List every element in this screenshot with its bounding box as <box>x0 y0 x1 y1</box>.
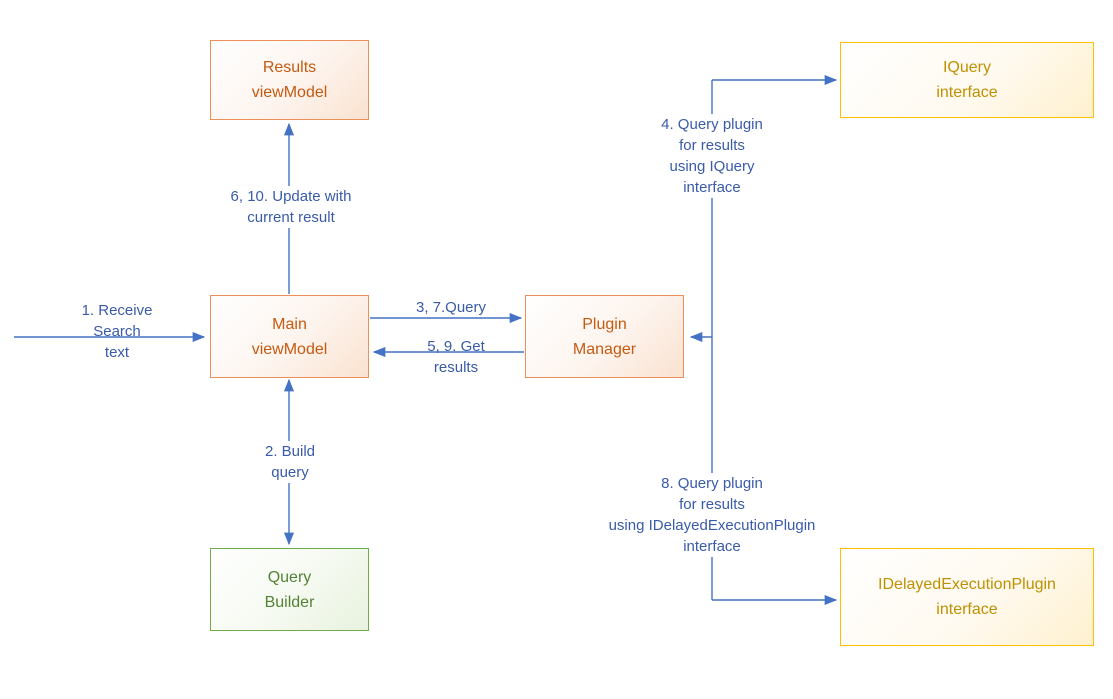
node-iquery-interface: IQuery interface <box>840 42 1094 118</box>
node-plugin-manager: Plugin Manager <box>525 295 684 378</box>
node-query-builder: Query Builder <box>210 548 369 631</box>
edge-label-query-plugin-idelayed: 8. Query plugin for results using IDelay… <box>605 473 819 557</box>
edge-label-update-with-current-result: 6, 10. Update with current result <box>227 186 355 228</box>
node-main-viewmodel-label: Main viewModel <box>251 315 328 358</box>
edge-label-query-3-7: 3, 7.Query <box>415 299 487 316</box>
node-plugin-manager-label: Plugin Manager <box>572 315 637 358</box>
node-idelayedexecutionplugin-interface-label: IDelayedExecutionPlugin interface <box>878 576 1056 618</box>
node-idelayedexecutionplugin-interface: IDelayedExecutionPlugin interface <box>840 548 1094 646</box>
node-query-builder-label: Query Builder <box>264 568 315 611</box>
edge-label-query-plugin-iquery: 4. Query plugin for results using IQuery… <box>658 114 766 198</box>
node-iquery-interface-label: IQuery interface <box>936 59 998 101</box>
edge-label-get-results-5-9: 5, 9. Get results <box>427 338 485 376</box>
edge-label-build-query: 2. Build query <box>261 441 319 483</box>
node-main-viewmodel: Main viewModel <box>210 295 369 378</box>
node-results-viewmodel: Results viewModel <box>210 40 369 120</box>
node-results-viewmodel-label: Results viewModel <box>251 59 328 101</box>
edge-label-receive-search-text: 1. Receive Search text <box>81 302 153 361</box>
